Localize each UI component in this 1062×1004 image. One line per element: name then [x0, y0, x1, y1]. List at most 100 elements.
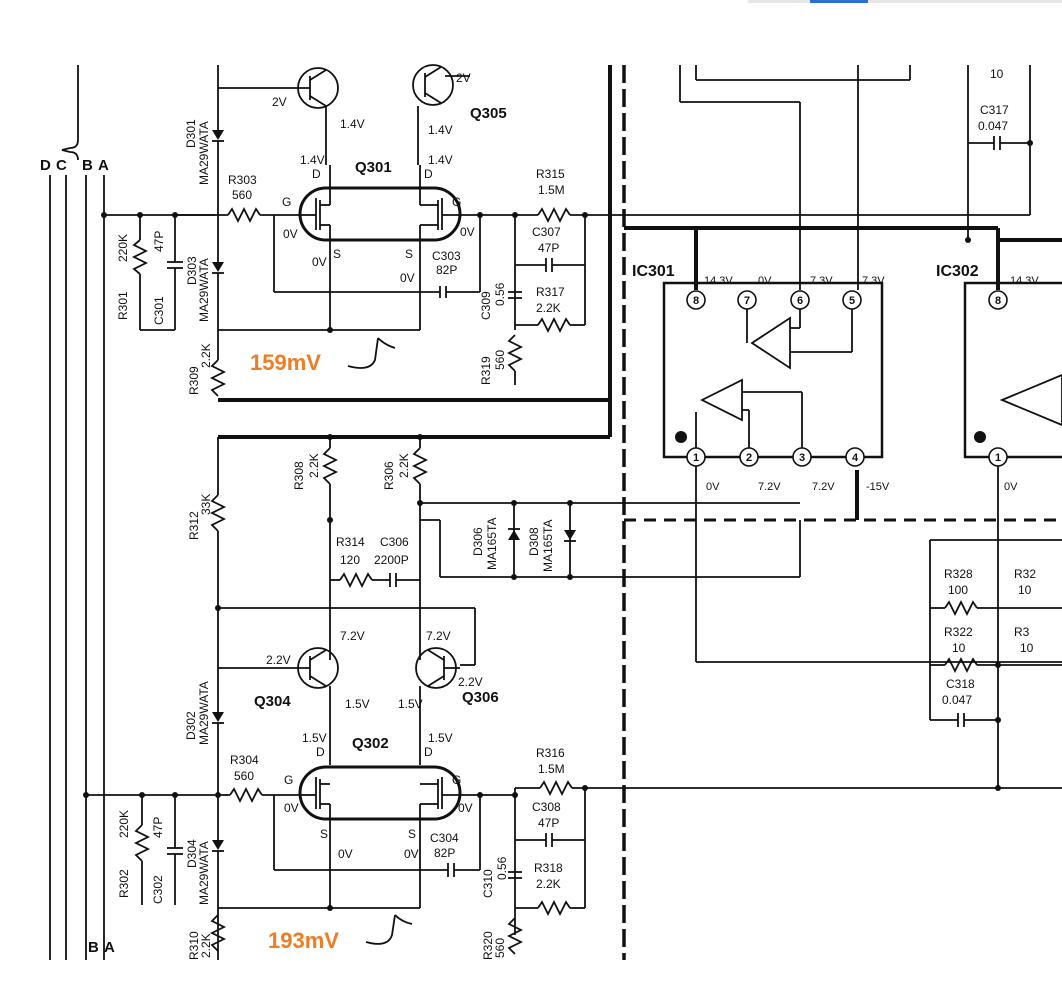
r304-value: 560 [234, 769, 254, 783]
q303-emitter-voltage: 1.4V [340, 117, 365, 131]
c303-value: 82P [436, 263, 457, 277]
ic301-pin-4: 4 [852, 452, 859, 464]
ic301-pin-8: 8 [693, 295, 699, 307]
measurement-bottom-value: 193mV [268, 928, 339, 953]
bottom-input-section: D302 MA29WATA D304 MA29WATA R302 220K C3… [117, 681, 420, 960]
r319-value: 560 [493, 350, 507, 370]
q301-drain-left: D [312, 167, 321, 181]
c317-label: C317 [980, 103, 1009, 117]
d302-label: D302 [184, 711, 198, 740]
q301-drain-right-voltage: 1.4V [428, 153, 453, 167]
r319-label: R319 [479, 356, 493, 385]
measurement-top-value: 159mV [250, 350, 321, 375]
c301-value: 47P [152, 231, 166, 252]
ic301-pin4-voltage: -15V [866, 481, 890, 493]
q302-source-right: S [408, 827, 416, 841]
q306-emitter-voltage: 1.5V [398, 697, 423, 711]
r3x-value: 10 [1020, 641, 1034, 655]
d301-label: D301 [184, 119, 198, 148]
c302-value: 47P [151, 817, 165, 838]
r-top-value: 10 [990, 67, 1004, 81]
q302-label: Q302 [352, 735, 389, 752]
q301-source-right-voltage: 0V [400, 271, 415, 285]
r306-value: 2.2K [397, 453, 411, 478]
q302-dual-fet: Q302 1.5V D 1.5V D G G 0V 0V S 0V S 0V C… [273, 731, 515, 908]
ic302-pin8-voltage: 14.3V [1010, 275, 1039, 287]
ic302-label: IC302 [936, 263, 979, 280]
d303-type: MA29WATA [197, 258, 211, 322]
q304-label: Q304 [254, 693, 291, 710]
q301-gate-left: G [282, 195, 291, 209]
ic301-pin-5: 5 [849, 295, 855, 307]
r32x-value: 10 [1018, 583, 1032, 597]
d303-label: D303 [185, 256, 199, 285]
q302-drain-left: D [316, 745, 325, 759]
c308-value: 47P [538, 816, 559, 830]
q306-base-voltage: 2.2V [458, 675, 483, 689]
measurement-193mv: 193mV [268, 914, 413, 953]
q302-drain-right-voltage: 1.5V [428, 731, 453, 745]
q304-emitter-voltage: 1.5V [345, 697, 370, 711]
ic301-pin-7: 7 [744, 295, 750, 307]
r309-label: R309 [187, 366, 201, 395]
ic301-pin-1: 1 [693, 452, 699, 464]
bus-label-b-bottom: B [88, 939, 99, 956]
q304-collector-voltage: 7.2V [340, 629, 365, 643]
c304-label: C304 [430, 831, 459, 845]
r301-value: 220K [116, 234, 130, 262]
top-input-section: R301 220K C301 47P D301 MA29WATA D303 MA… [116, 65, 612, 402]
q305-label: Q305 [470, 105, 507, 122]
r310-label: R310 [187, 931, 201, 960]
r309-value: 2.2K [199, 343, 213, 368]
q301-dual-fet: Q301 1.4V D 1.4V D G G 0V 0V 0V S S 0V C… [273, 153, 518, 330]
d304-type: MA29WATA [197, 841, 211, 905]
bus-label-b: B [82, 157, 93, 174]
q305-base-voltage: 2V [456, 71, 471, 85]
ic302: IC302 8 1 14.3V 0V [936, 228, 1062, 791]
r322-value: 10 [952, 641, 966, 655]
d308-label: D308 [527, 527, 541, 556]
c306-label: C306 [380, 535, 409, 549]
r302-value: 220K [117, 810, 131, 838]
top-scrollbar-thumb[interactable] [810, 0, 868, 3]
c303-label: C303 [432, 249, 461, 263]
bus-label-d: D [40, 157, 51, 174]
q302-gate-right: G [452, 773, 461, 787]
c317-value: 0.047 [978, 119, 1008, 133]
q301-gate-right: G [452, 195, 461, 209]
r312-label: R312 [187, 511, 201, 540]
d308-type: MA165TA [541, 520, 555, 572]
q302-source-center-voltage: 0V [338, 847, 353, 861]
q303-base-voltage: 2V [272, 95, 287, 109]
r310-value: 2.2K [199, 933, 213, 958]
d304-label: D304 [185, 839, 199, 868]
ic301-label: IC301 [632, 263, 675, 280]
r32x-label: R32 [1014, 567, 1036, 581]
bus-lines: D C B A B A [40, 65, 215, 960]
d306-type: MA165TA [485, 518, 499, 570]
r316-label: R316 [536, 746, 565, 760]
q302-gate-left-voltage: 0V [284, 801, 299, 815]
c304-value: 82P [434, 846, 455, 860]
r314-value: 120 [340, 553, 360, 567]
q301-drain-left-voltage: 1.4V [300, 153, 325, 167]
r320-value: 560 [493, 938, 507, 958]
c318-label: C318 [946, 677, 975, 691]
r304-label: R304 [230, 753, 259, 767]
q302-gate-left: G [284, 773, 293, 787]
r315-value: 1.5M [538, 183, 565, 197]
ic302-pin-1: 1 [995, 452, 1001, 464]
bottom-right-network: R328 100 R32 10 R322 10 R3 10 C318 0.047 [929, 539, 1062, 727]
q301-source-left-voltage: 0V [312, 255, 327, 269]
c306-value: 2200P [374, 553, 409, 567]
ic301-pin3-voltage: 7.2V [812, 481, 835, 493]
r317-label: R317 [536, 285, 565, 299]
q301-source-right: S [405, 247, 413, 261]
c310-value: 0.56 [495, 856, 509, 880]
r328-label: R328 [944, 567, 973, 581]
measurement-159mv: 159mV [250, 337, 396, 375]
ic301-pin-3: 3 [799, 452, 805, 464]
c301-label: C301 [152, 296, 166, 325]
c309-label: C309 [479, 291, 493, 320]
